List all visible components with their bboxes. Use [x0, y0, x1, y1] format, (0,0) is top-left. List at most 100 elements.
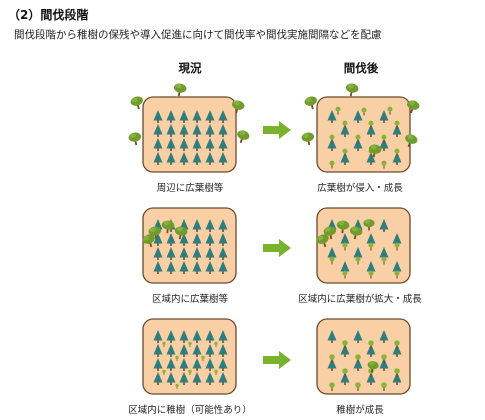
plot-row3-after: [316, 318, 411, 395]
conifer-tree-icon: [166, 261, 176, 274]
sapling-icon: [361, 107, 367, 116]
sapling-icon: [342, 242, 348, 251]
conifer-tree-icon: [379, 138, 389, 151]
conifer-tree-icon: [166, 358, 176, 371]
caption-row2-after: 区域内に広葉樹が拡大・成長: [298, 294, 422, 305]
sapling-icon: [381, 256, 387, 265]
conifer-tree-icon: [179, 358, 189, 371]
conifer-tree-icon: [379, 330, 389, 343]
sapling-icon: [381, 160, 387, 169]
caption-row3-before: 区域内に稚樹（可能性あり）: [128, 405, 252, 416]
conifer-tree-icon: [179, 233, 189, 246]
conifer-tree-icon: [205, 138, 215, 151]
conifer-tree-icon: [166, 152, 176, 165]
conifer-tree-icon: [366, 372, 376, 385]
conifer-tree-icon: [205, 247, 215, 260]
sapling-icon: [368, 340, 374, 349]
sapling-icon: [368, 120, 374, 129]
conifer-tree-icon: [327, 358, 337, 371]
broadleaf-tree-icon: [174, 226, 188, 240]
description: 間伐段階から稚樹の保残や導入促進に向けて間伐率や間伐実施間隔などを配慮: [14, 29, 382, 41]
broadleaf-tree-icon: [405, 134, 418, 148]
column-header-before: 現況: [178, 61, 202, 75]
conifer-tree-icon: [192, 124, 202, 137]
conifer-tree-icon: [205, 124, 215, 137]
broadleaf-tree-icon: [128, 132, 142, 146]
conifer-tree-icon: [392, 372, 402, 385]
conifer-tree-icon: [192, 152, 202, 165]
conifer-tree-icon: [179, 247, 189, 260]
conifer-tree-icon: [166, 247, 176, 260]
conifer-tree-icon: [218, 124, 228, 137]
caption-row3-after: 稚樹が成長: [336, 405, 384, 416]
conifer-tree-icon: [192, 110, 202, 123]
broadleaf-tree-icon: [345, 83, 359, 97]
broadleaf-tree-icon: [316, 234, 329, 248]
conifer-tree-icon: [205, 330, 215, 343]
conifer-tree-icon: [218, 372, 228, 385]
conifer-tree-icon: [153, 124, 163, 137]
conifer-tree-icon: [205, 110, 215, 123]
conifer-tree-icon: [218, 138, 228, 151]
broadleaf-tree-icon: [367, 361, 379, 373]
conifer-tree-icon: [205, 372, 215, 385]
sapling-icon: [342, 368, 348, 377]
conifer-tree-icon: [340, 124, 350, 137]
conifer-tree-icon: [192, 344, 202, 357]
conifer-tree-icon: [353, 358, 363, 371]
conifer-tree-icon: [218, 152, 228, 165]
sapling-icon: [335, 106, 341, 115]
sapling-icon: [381, 382, 387, 391]
plot-row1-before: [142, 96, 237, 173]
conifer-tree-icon: [166, 124, 176, 137]
conifer-tree-icon: [166, 330, 176, 343]
conifer-tree-icon: [205, 152, 215, 165]
conifer-tree-icon: [153, 372, 163, 385]
conifer-tree-icon: [218, 110, 228, 123]
conifer-tree-icon: [392, 124, 402, 137]
conifer-tree-icon: [153, 247, 163, 260]
broadleaf-tree-icon: [363, 219, 375, 231]
conifer-tree-icon: [353, 138, 363, 151]
conifer-tree-icon: [205, 233, 215, 246]
sapling-icon: [394, 270, 400, 279]
conifer-tree-icon: [353, 330, 363, 343]
sapling-icon: [394, 120, 400, 129]
conifer-tree-icon: [179, 138, 189, 151]
conifer-tree-icon: [218, 233, 228, 246]
plot-row3-before: [142, 318, 237, 395]
broadleaf-tree-icon: [161, 220, 175, 234]
conifer-tree-icon: [205, 344, 215, 357]
conifer-tree-icon: [179, 372, 189, 385]
conifer-tree-icon: [218, 358, 228, 371]
conifer-tree-icon: [379, 110, 389, 123]
broadleaf-tree-icon: [301, 132, 315, 146]
conifer-tree-icon: [379, 358, 389, 371]
sapling-icon: [355, 354, 361, 363]
sapling-icon: [368, 270, 374, 279]
sapling-icon: [394, 368, 400, 377]
broadleaf-tree-icon: [349, 226, 363, 240]
sapling-icon: [355, 382, 361, 391]
conifer-tree-icon: [166, 344, 176, 357]
broadleaf-tree-icon: [232, 100, 245, 114]
conifer-tree-icon: [218, 344, 228, 357]
sapling-icon: [355, 134, 361, 143]
sapling-icon: [329, 160, 335, 169]
conifer-tree-icon: [179, 152, 189, 165]
sapling-icon: [387, 106, 393, 115]
conifer-tree-icon: [166, 110, 176, 123]
conifer-tree-icon: [153, 344, 163, 357]
broadleaf-tree-icon: [368, 144, 382, 158]
conifer-tree-icon: [192, 330, 202, 343]
conifer-tree-icon: [179, 344, 189, 357]
conifer-tree-icon: [192, 138, 202, 151]
sapling-icon: [214, 341, 218, 347]
column-header-after: 間伐後: [343, 61, 379, 75]
arrow-row1-icon: [263, 121, 291, 139]
broadleaf-tree-icon: [304, 96, 317, 110]
conifer-tree-icon: [153, 261, 163, 274]
sapling-icon: [201, 355, 205, 361]
conifer-tree-icon: [392, 152, 402, 165]
sapling-icon: [342, 270, 348, 279]
